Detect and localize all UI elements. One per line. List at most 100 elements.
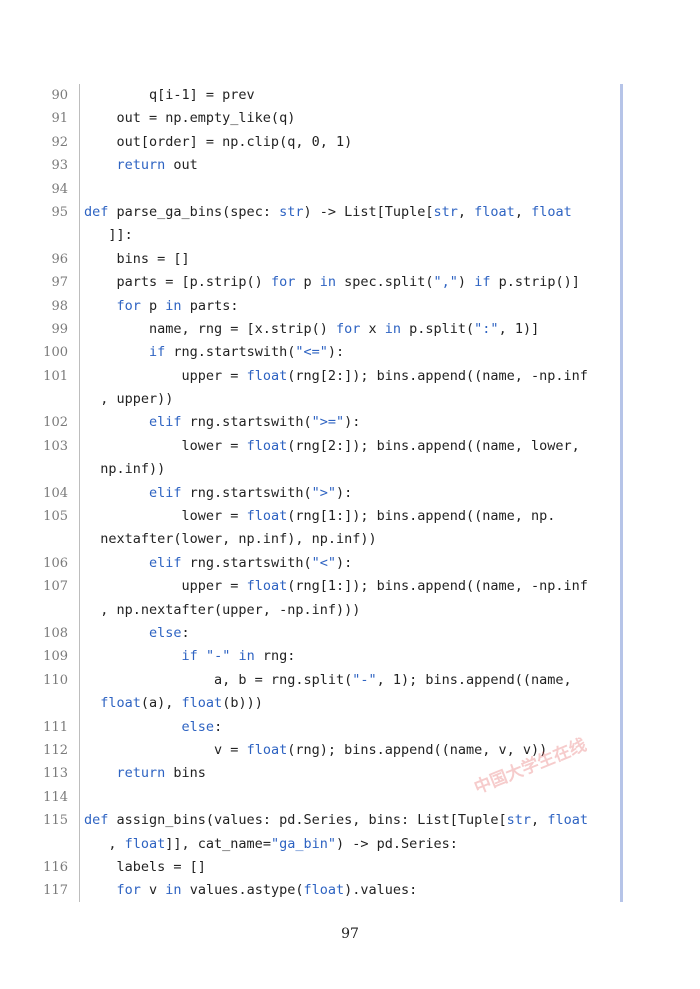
string-token: ">"	[311, 484, 336, 501]
code-token: upper =	[84, 578, 247, 595]
keyword-token: return	[116, 765, 166, 782]
code-token: bins = []	[84, 250, 190, 267]
code-token: name, rng = [x.strip()	[84, 320, 336, 337]
string-token: ">="	[311, 414, 345, 431]
keyword-token: float	[303, 882, 345, 899]
code-line: 104 elif rng.startswith(">"):	[0, 482, 700, 505]
line-number: 113	[43, 766, 68, 782]
code-token	[84, 648, 182, 664]
code-text: upper = float(rng[1:]); bins.append((nam…	[84, 575, 588, 598]
code-token: ,	[84, 835, 125, 852]
code-line: np.inf))	[0, 458, 700, 481]
code-token: assign_bins(values: pd.Series, bins: Lis…	[108, 812, 507, 829]
code-text: labels = []	[84, 856, 206, 879]
line-number: 106	[43, 555, 68, 571]
code-token: a, b = rng.split(	[84, 671, 353, 688]
code-token	[84, 344, 149, 360]
code-token: , upper))	[84, 391, 174, 408]
page-number: 97	[341, 926, 359, 942]
line-number: 112	[43, 742, 68, 758]
keyword-token: def	[84, 812, 109, 829]
keyword-token: else	[149, 624, 182, 641]
code-token: :	[214, 718, 223, 735]
code-line: 91 out = np.empty_like(q)	[0, 107, 700, 130]
code-line: float(a), float(b)))	[0, 692, 700, 715]
code-line: 107 upper = float(rng[1:]); bins.append(…	[0, 575, 700, 598]
code-token: ):	[335, 554, 353, 571]
keyword-token: for	[116, 882, 141, 899]
code-token	[198, 648, 206, 664]
code-token: :	[181, 624, 190, 641]
code-text: def assign_bins(values: pd.Series, bins:…	[84, 809, 588, 832]
keyword-token: float	[100, 695, 141, 712]
code-text: parts = [p.strip() for p in spec.split("…	[84, 271, 580, 294]
code-token: , 1)]	[498, 320, 540, 337]
keyword-token: if	[181, 648, 198, 665]
code-token: (rng[1:]); bins.append((name, np.	[287, 508, 556, 525]
code-text: np.inf))	[84, 458, 165, 481]
keyword-token: float	[246, 508, 288, 525]
code-text: out = np.empty_like(q)	[84, 107, 296, 130]
code-line: 110 a, b = rng.split("-", 1); bins.appen…	[0, 669, 700, 692]
code-text: name, rng = [x.strip() for x in p.split(…	[84, 318, 539, 341]
line-number: 91	[51, 111, 68, 127]
string-token: ","	[433, 274, 458, 291]
code-line: 98 for p in parts:	[0, 295, 700, 318]
code-line: , float]], cat_name="ga_bin") -> pd.Seri…	[0, 833, 700, 856]
code-text: def parse_ga_bins(spec: str) -> List[Tup…	[84, 201, 572, 224]
line-number: 107	[43, 579, 68, 595]
code-token: (rng[1:]); bins.append((name, -np.inf	[287, 578, 588, 595]
string-token: "-"	[352, 671, 377, 688]
code-line: 103 lower = float(rng[2:]); bins.append(…	[0, 435, 700, 458]
gutter-divider	[79, 84, 80, 902]
keyword-token: float	[124, 835, 166, 852]
keyword-token: in	[384, 320, 402, 337]
code-token: q[i-1] = prev	[84, 87, 255, 103]
code-text: else:	[84, 622, 190, 645]
keyword-token: elif	[149, 554, 182, 571]
code-token: p.strip()]	[490, 274, 580, 291]
code-line: 97 parts = [p.strip() for p in spec.spli…	[0, 271, 700, 294]
code-token: ).values:	[344, 882, 418, 899]
code-token: (a),	[140, 695, 182, 712]
code-text: if rng.startswith("<="):	[84, 341, 344, 364]
code-text: a, b = rng.split("-", 1); bins.append((n…	[84, 669, 572, 692]
keyword-token: in	[238, 648, 255, 665]
code-token	[84, 414, 149, 430]
keyword-token: float	[474, 203, 515, 220]
line-number: 97	[51, 275, 68, 291]
line-number: 104	[43, 485, 68, 501]
code-token	[84, 555, 149, 571]
code-line: 116 labels = []	[0, 856, 700, 879]
code-token: ):	[335, 484, 353, 501]
code-line: 111 else:	[0, 716, 700, 739]
code-token: x	[360, 320, 385, 337]
line-number: 108	[43, 625, 68, 641]
code-text: return bins	[84, 762, 206, 785]
right-margin-bar	[620, 84, 623, 902]
code-token: ):	[327, 344, 345, 361]
line-number: 115	[43, 813, 68, 829]
code-text: v = float(rng); bins.append((name, v, v)…	[84, 739, 547, 762]
line-number: 93	[51, 158, 68, 174]
keyword-token: in	[165, 882, 182, 899]
code-line: nextafter(lower, np.inf), np.inf))	[0, 528, 700, 551]
code-text: upper = float(rng[2:]); bins.append((nam…	[84, 365, 588, 388]
line-number: 110	[43, 672, 68, 688]
code-text: return out	[84, 154, 198, 177]
code-line: 113 return bins	[0, 762, 700, 785]
code-line: 114	[0, 786, 700, 809]
code-line: 109 if "-" in rng:	[0, 645, 700, 668]
code-token: )	[457, 274, 475, 291]
code-text: lower = float(rng[2:]); bins.append((nam…	[84, 435, 580, 458]
keyword-token: str	[506, 812, 532, 829]
code-token: rng:	[254, 648, 296, 665]
code-token: v	[140, 882, 166, 899]
code-token	[84, 882, 117, 898]
code-token: rng.startswith(	[165, 344, 296, 361]
code-token: , np.nextafter(upper, -np.inf)))	[84, 601, 361, 618]
keyword-token: for	[116, 297, 141, 314]
code-token: p.split(	[401, 320, 475, 337]
code-token	[84, 695, 100, 711]
code-token: np.inf))	[84, 461, 166, 478]
